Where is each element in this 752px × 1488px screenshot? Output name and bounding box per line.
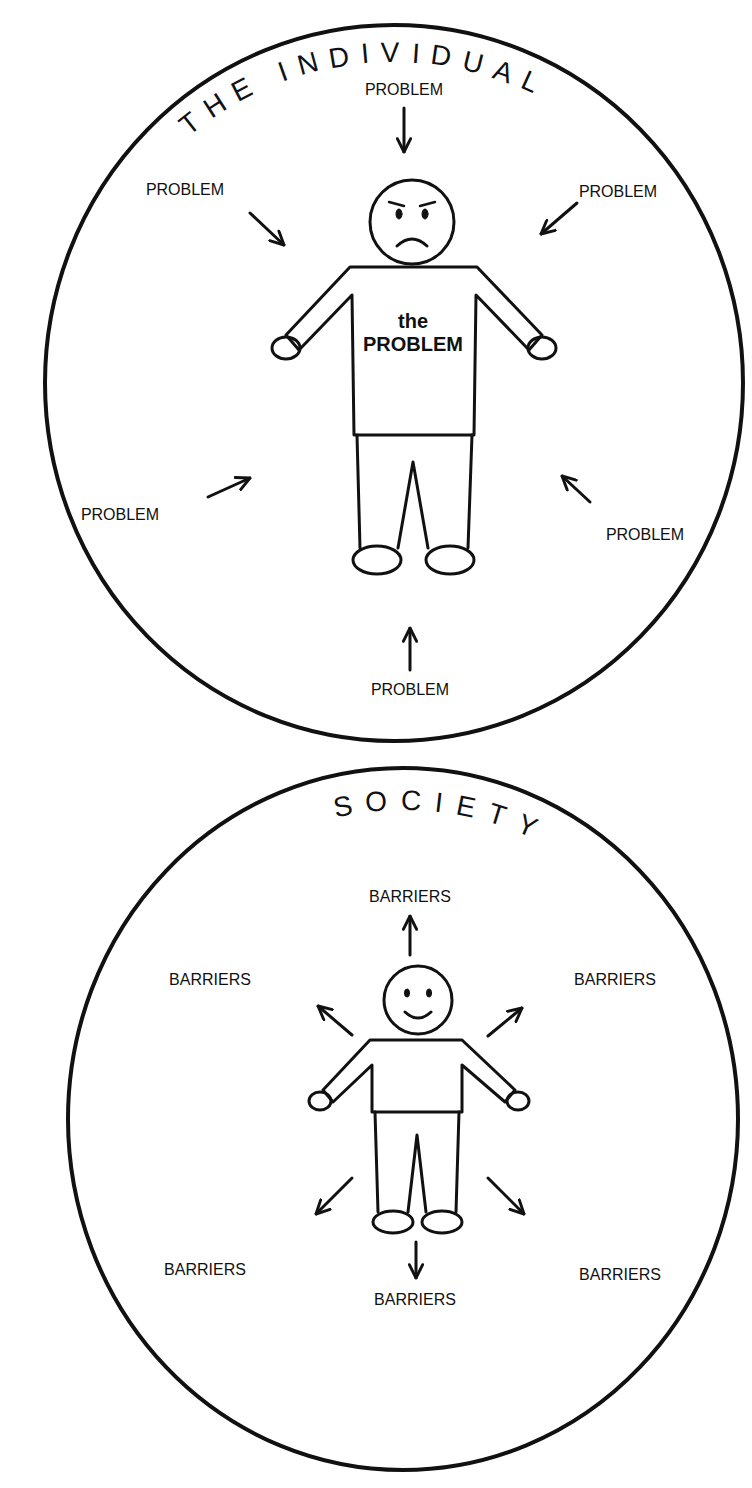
figure-hand [309, 1092, 331, 1110]
title-letter: O [364, 787, 388, 817]
region-title: THE INDIVIDUAL [42, 22, 746, 744]
problem-label: PROBLEM [144, 181, 226, 199]
barrier-label: BARRIERS [167, 971, 253, 989]
shirt-box: the PROBLEM [262, 262, 565, 440]
barrier-label: BARRIERS [572, 971, 658, 989]
region-circle: SOCIETY [65, 765, 741, 1473]
barrier-label: BARRIERS [372, 1291, 458, 1309]
node-outline [65, 765, 741, 1473]
figure-shirt [323, 1040, 515, 1112]
title-letter: T [174, 108, 205, 141]
title-letter: I [411, 39, 421, 67]
shirt-text: the PROBLEM [354, 310, 472, 356]
barrier-label: BARRIERS [577, 1266, 663, 1284]
title-letter: N [294, 48, 321, 80]
figure-eye [422, 209, 428, 219]
figure-eye [396, 209, 402, 219]
inward-arrow [250, 213, 284, 245]
title-letter: V [381, 39, 400, 67]
problem-label: PROBLEM [369, 681, 451, 699]
outward-arrow [488, 1008, 522, 1036]
circle-outline [68, 768, 738, 1470]
title-letter: T [485, 799, 510, 831]
outward-arrow [415, 1242, 418, 1278]
title-letter: D [429, 41, 453, 72]
figure-foot [373, 1211, 413, 1233]
title-letter: I [360, 40, 370, 69]
title-letter: C [401, 787, 422, 816]
figure-foot [422, 1211, 462, 1233]
title-letter: I [275, 58, 292, 87]
node-outline [42, 22, 746, 744]
figure-legs [375, 1112, 459, 1212]
figure-eye [405, 989, 410, 997]
region-circle: THE INDIVIDUALthe PROBLEM [42, 22, 746, 744]
title-letter [256, 65, 274, 94]
outward-arrow [488, 1178, 524, 1214]
inward-arrow [409, 628, 412, 670]
problem-label: PROBLEM [79, 506, 161, 524]
barrier-label: BARRIERS [367, 888, 453, 906]
title-letter: Y [513, 810, 541, 843]
barrier-label: BARRIERS [162, 1261, 248, 1279]
title-letter: H [199, 89, 231, 124]
inward-arrow [541, 203, 577, 234]
outward-arrow [318, 1006, 352, 1035]
title-letter: U [460, 47, 486, 79]
figure-eye [427, 989, 432, 997]
title-letter: L [517, 66, 543, 98]
title-letter: A [490, 55, 517, 88]
outward-arrow [316, 1178, 352, 1214]
title-letter: E [454, 792, 478, 823]
figure-smile [405, 1012, 431, 1018]
circle-outline [45, 25, 743, 741]
figure-legs [357, 435, 472, 548]
figure-hand [528, 337, 556, 359]
figure-hand [507, 1092, 529, 1110]
title-letter: D [327, 42, 352, 73]
problem-label: PROBLEM [363, 81, 445, 99]
figure-foot [353, 546, 401, 574]
figure-head [384, 966, 452, 1034]
inward-arrow [562, 476, 590, 502]
figure-brow [420, 202, 435, 206]
title-letter: S [331, 791, 355, 822]
title-letter: I [434, 789, 445, 818]
problem-label: PROBLEM [604, 526, 686, 544]
inward-arrow [208, 478, 250, 497]
title-letter: E [227, 73, 256, 106]
figure-foot [426, 546, 474, 574]
figure-hand [272, 337, 300, 359]
problem-label: PROBLEM [577, 183, 659, 201]
outward-arrow [409, 916, 412, 955]
shirt-outline [286, 267, 542, 435]
inward-arrow [403, 108, 406, 152]
figure-brow [389, 202, 404, 206]
region-title: SOCIETY [65, 765, 741, 1473]
figure-head [370, 180, 454, 264]
figure-frown [397, 239, 427, 246]
